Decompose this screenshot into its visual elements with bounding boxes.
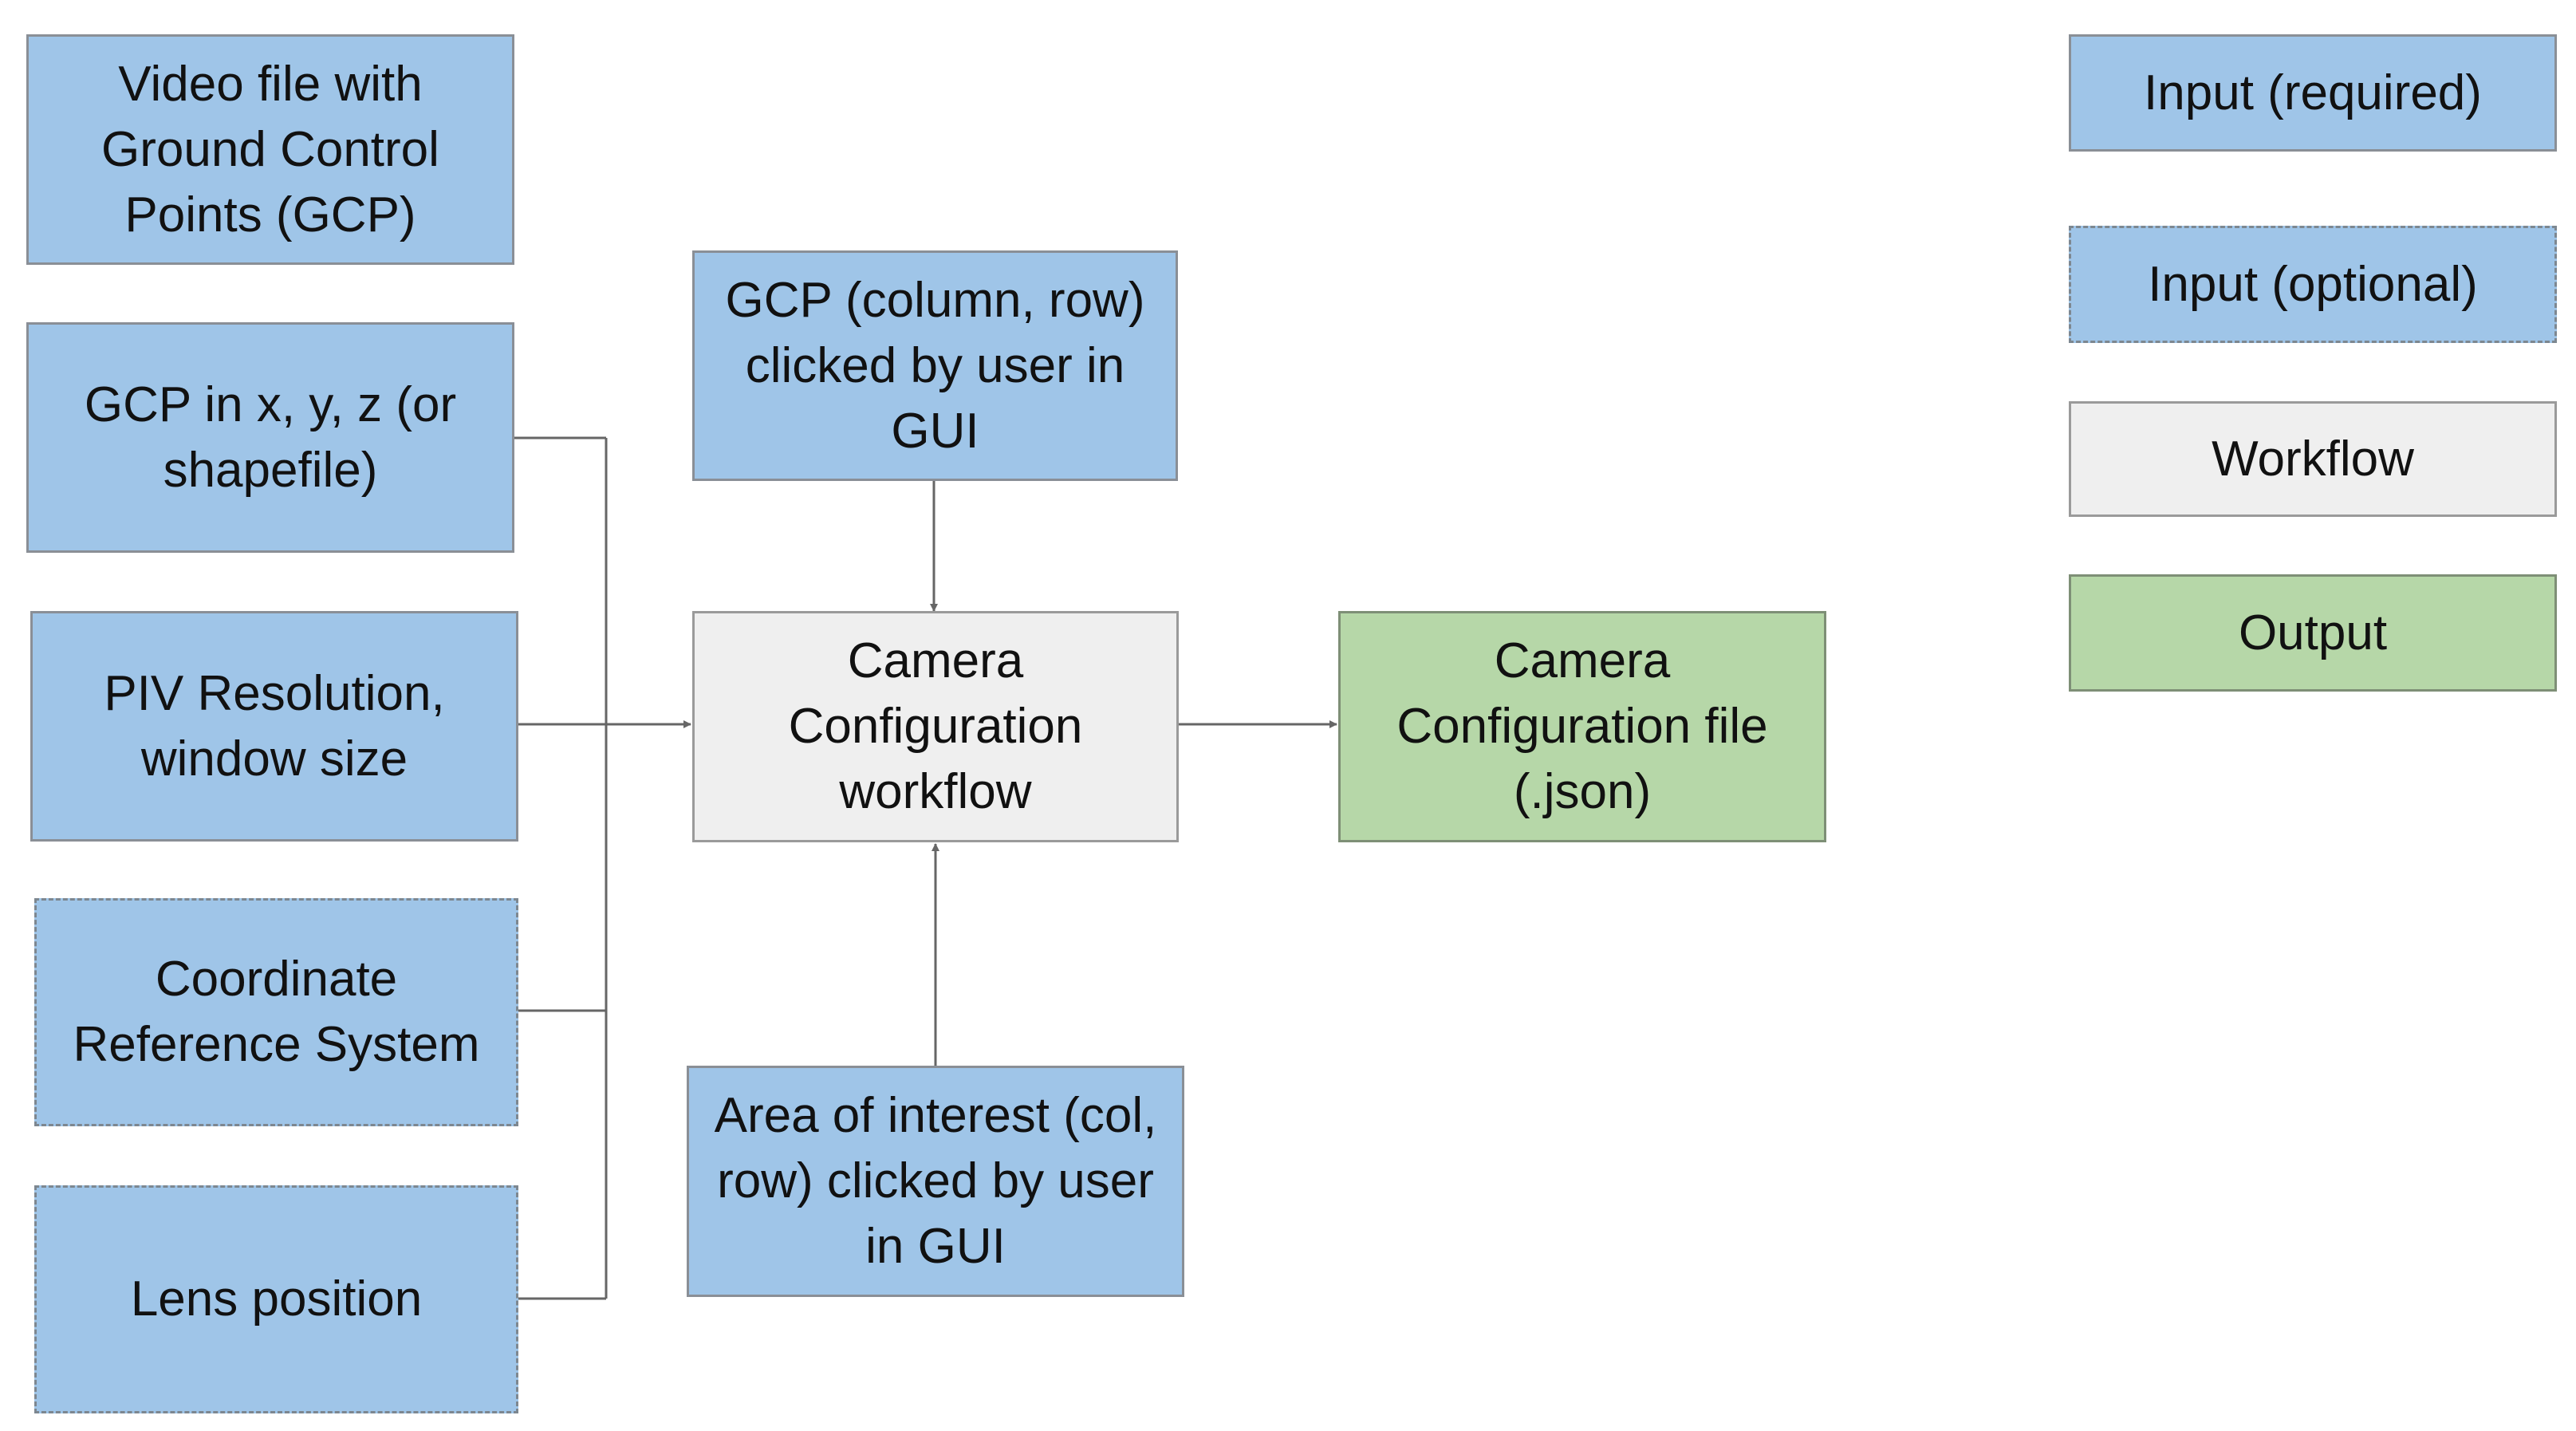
input-coordinate-reference-system: Coordinate Reference System (34, 898, 518, 1126)
input-crs-label: Coordinate Reference System (73, 952, 480, 1072)
legend-output-label: Output (2238, 605, 2388, 660)
input-gcp-xyz-label: GCP in x, y, z (or shapefile) (84, 376, 457, 498)
legend-input-required-label: Input (required) (2144, 65, 2482, 120)
legend-workflow: Workflow (2069, 401, 2557, 517)
input-area-of-interest-label: Area of interest (col, row) clicked by u… (714, 1088, 1157, 1274)
input-lens-position-label: Lens position (130, 1271, 423, 1327)
workflow-label: Camera Configuration workflow (788, 633, 1083, 819)
input-gcp-clicked-label: GCP (column, row) clicked by user in GUI (725, 272, 1145, 459)
output-camera-configuration-file: Camera Configuration file (.json) (1338, 611, 1826, 842)
input-gcp-xyz: GCP in x, y, z (or shapefile) (26, 322, 514, 553)
legend-input-optional: Input (optional) (2069, 226, 2557, 343)
legend-input-optional-label: Input (optional) (2148, 256, 2478, 312)
input-gcp-clicked: GCP (column, row) clicked by user in GUI (692, 250, 1178, 481)
input-piv-resolution-label: PIV Resolution, window size (104, 665, 445, 786)
input-video-file: Video file with Ground Control Points (G… (26, 34, 514, 265)
input-video-file-label: Video file with Ground Control Points (G… (101, 56, 439, 242)
input-area-of-interest: Area of interest (col, row) clicked by u… (687, 1066, 1184, 1297)
legend-output: Output (2069, 574, 2557, 692)
input-lens-position: Lens position (34, 1185, 518, 1413)
camera-configuration-workflow: Camera Configuration workflow (692, 611, 1179, 842)
legend-workflow-label: Workflow (2212, 431, 2414, 487)
legend-input-required: Input (required) (2069, 34, 2557, 152)
input-piv-resolution: PIV Resolution, window size (30, 611, 518, 842)
output-label: Camera Configuration file (.json) (1396, 633, 1768, 819)
